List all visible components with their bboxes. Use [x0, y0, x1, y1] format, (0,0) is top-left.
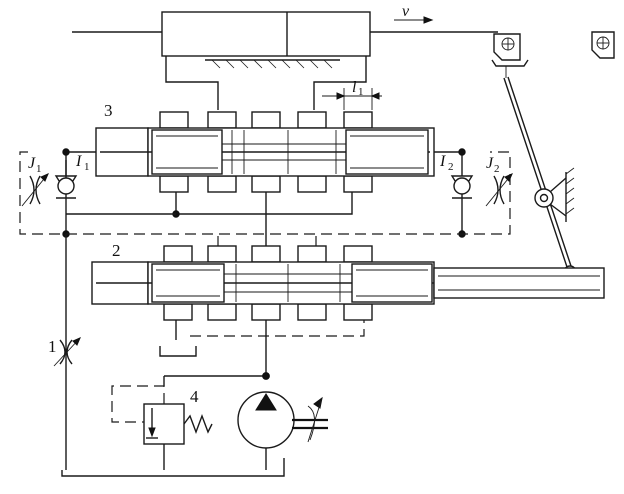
flow-arrow-icon — [423, 16, 434, 24]
svg-text:1: 1 — [36, 163, 42, 175]
stroke-length-label: l — [352, 79, 357, 96]
tank-line — [61, 458, 285, 477]
throttle-icon: 1 — [48, 234, 81, 470]
spool-2 — [151, 263, 433, 303]
stroke-dimension: l 1 — [322, 79, 382, 110]
stop-block-icon — [591, 31, 615, 59]
spring-icon — [183, 414, 213, 434]
relief-valve-4-label: 4 — [190, 387, 199, 406]
svg-text:1: 1 — [84, 161, 90, 173]
throttle-j2-label: J — [486, 155, 494, 172]
valve-3-label: 3 — [104, 101, 113, 120]
check-valve-i1-label: I — [75, 153, 82, 170]
spool-3 — [151, 129, 429, 175]
throttle-icon: J 1 — [21, 155, 49, 207]
check-valve-icon: I 2 — [439, 153, 474, 199]
pump-icon — [237, 391, 328, 470]
svg-text:2: 2 — [448, 161, 454, 173]
velocity-label: v — [402, 3, 410, 20]
pivot-icon — [534, 167, 575, 222]
valve-2-label: 2 — [112, 241, 121, 260]
pilot-valve-3: 3 — [95, 79, 435, 193]
svg-text:1: 1 — [358, 86, 364, 98]
reversing-lever — [491, 59, 577, 279]
velocity-indicator: v — [394, 3, 434, 24]
work-cylinder — [72, 11, 498, 110]
relief-valve-4: 4 — [111, 376, 213, 470]
supply-line — [164, 372, 270, 380]
ground-hatch — [211, 59, 333, 69]
throttle-1-label: 1 — [48, 337, 57, 356]
pilot-lines — [62, 148, 466, 376]
svg-text:2: 2 — [494, 163, 500, 175]
check-valve-icon: I 1 — [54, 153, 90, 199]
throttle-icon: J 2 — [485, 155, 513, 207]
throttle-j1-label: J — [28, 155, 36, 172]
main-valve-2: 2 — [91, 241, 605, 321]
check-valve-i2-label: I — [439, 153, 446, 170]
stop-block-icon — [493, 33, 521, 61]
drain-lines — [19, 151, 511, 337]
